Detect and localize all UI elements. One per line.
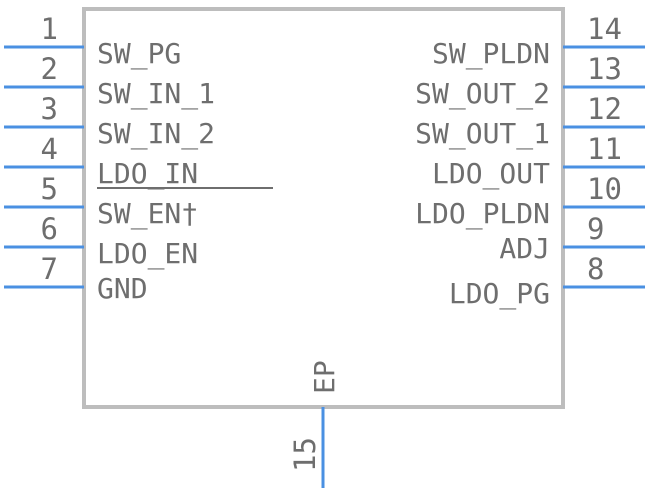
- pin-2-name: SW_IN_1: [97, 77, 215, 111]
- pin-7-number: 7: [41, 252, 58, 286]
- pin-12-number: 12: [587, 92, 622, 126]
- pin-6-name: LDO_EN: [97, 237, 198, 271]
- pin-8-name: LDO_PG: [449, 277, 550, 311]
- right-pin-12: 12 SW_OUT_1: [415, 92, 645, 151]
- pin-6-number: 6: [41, 212, 58, 246]
- pin-10-number: 10: [587, 172, 622, 206]
- left-pin-5: 5 SW_EN†: [4, 172, 198, 231]
- pin-15-name: EP: [308, 360, 341, 394]
- pin-11-name: LDO_OUT: [432, 157, 550, 191]
- pin-9-number: 9: [587, 212, 604, 246]
- left-pin-4: 4 LDO_IN: [4, 132, 273, 191]
- pin-12-name: SW_OUT_1: [415, 117, 550, 151]
- pin-5-name: SW_EN†: [97, 197, 198, 231]
- pin-4-number: 4: [41, 132, 58, 166]
- right-pin-11: 11 LDO_OUT: [432, 132, 645, 191]
- left-pin-3: 3 SW_IN_2: [4, 92, 215, 151]
- pin-14-name: SW_PLDN: [432, 37, 550, 71]
- bottom-pin-15: 15 EP: [288, 360, 341, 488]
- pin-13-number: 13: [587, 52, 622, 86]
- right-pin-10: 10 LDO_PLDN: [415, 172, 645, 231]
- pin-8-number: 8: [587, 252, 604, 286]
- left-pin-1: 1 SW_PG: [4, 12, 181, 71]
- pin-2-number: 2: [41, 52, 58, 86]
- right-pin-9: 9 ADJ: [499, 212, 645, 265]
- pin-1-number: 1: [41, 12, 58, 46]
- pin-15-number: 15: [288, 437, 322, 472]
- right-pin-14: 14 SW_PLDN: [432, 12, 645, 71]
- pin-9-name: ADJ: [499, 232, 550, 265]
- pin-4-name: LDO_IN: [97, 157, 198, 191]
- pin-13-name: SW_OUT_2: [415, 77, 550, 111]
- pin-3-number: 3: [41, 92, 58, 126]
- pin-14-number: 14: [587, 12, 622, 46]
- pin-3-name: SW_IN_2: [97, 117, 215, 151]
- pin-1-name: SW_PG: [97, 37, 181, 71]
- left-pin-6: 6 LDO_EN: [4, 212, 198, 271]
- left-pin-2: 2 SW_IN_1: [4, 52, 215, 111]
- pin-5-number: 5: [41, 172, 58, 206]
- right-pin-8: 8 LDO_PG: [449, 252, 645, 311]
- pin-10-name: LDO_PLDN: [415, 197, 550, 231]
- left-pin-7: 7 GND: [4, 252, 148, 305]
- right-pin-13: 13 SW_OUT_2: [415, 52, 645, 111]
- pin-11-number: 11: [587, 132, 622, 166]
- pin-7-name: GND: [97, 272, 148, 305]
